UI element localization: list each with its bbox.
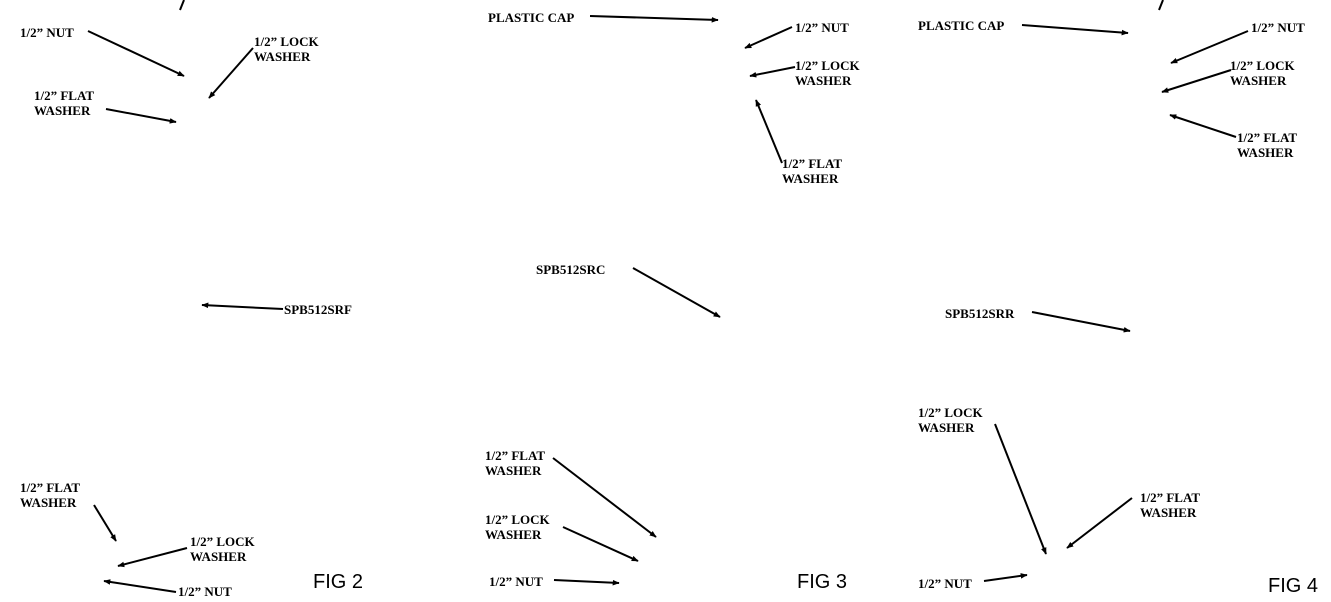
label-line: WASHER	[34, 103, 91, 118]
label-line: WASHER	[795, 73, 852, 88]
label-line: 1/2” LOCK	[1230, 58, 1295, 73]
label-line: WASHER	[485, 463, 542, 478]
label-fig2-bottom-nut: 1/2” NUT	[178, 584, 232, 599]
label-line: 1/2” FLAT	[20, 480, 81, 495]
label-line: WASHER	[485, 527, 542, 542]
label-fig4-bottom-lock-washer: 1/2” LOCK WASHER	[918, 405, 983, 435]
leader-arrow-fig4-part	[1031, 311, 1131, 333]
leader-arrow-fig3-top-flat-washer	[755, 99, 783, 164]
label-fig4-bottom-flat-washer: 1/2” FLAT WASHER	[1140, 490, 1200, 520]
leader-arrow-fig2-top-nut	[87, 30, 185, 77]
label-line: WASHER	[918, 420, 975, 435]
label-line: WASHER	[20, 495, 77, 510]
leader-arrow-fig3-bottom-flat-washer	[552, 457, 657, 538]
leader-arrow-fig3-bottom-lock-washer	[562, 526, 639, 562]
leader-arrow-fig4-bottom-flat-washer	[1066, 497, 1133, 549]
label-line: 1/2” LOCK	[795, 58, 860, 73]
label-fig3-top-lock-washer: 1/2” LOCK WASHER	[795, 58, 860, 88]
leader-arrow-fig4-plastic-cap	[1021, 24, 1129, 36]
part-outline-stub	[179, 0, 185, 11]
leader-arrow-fig2-top-flat-washer	[105, 108, 177, 124]
label-line: WASHER	[1140, 505, 1197, 520]
leader-arrow-fig3-bottom-nut	[553, 579, 620, 586]
leader-arrow-fig4-bottom-nut	[983, 573, 1028, 582]
leader-arrow-fig3-top-nut	[744, 26, 793, 49]
label-line: 1/2” LOCK	[485, 512, 550, 527]
leader-arrow-fig3-top-lock-washer	[749, 66, 796, 78]
label-fig4-top-nut: 1/2” NUT	[1251, 20, 1305, 35]
label-line: WASHER	[782, 171, 839, 186]
label-fig2-part: SPB512SRF	[284, 302, 352, 317]
label-fig2-bottom-flat-washer: 1/2” FLAT WASHER	[20, 480, 80, 510]
leader-arrow-fig2-top-lock-washer	[208, 47, 254, 99]
label-fig2-top-flat-washer: 1/2” FLAT WASHER	[34, 88, 94, 118]
leader-arrow-fig2-bottom-lock-washer	[117, 547, 188, 568]
label-line: 1/2” FLAT	[485, 448, 546, 463]
label-fig3-top-flat-washer: 1/2” FLAT WASHER	[782, 156, 842, 186]
label-line: 1/2” LOCK	[190, 534, 255, 549]
label-fig2-top-nut: 1/2” NUT	[20, 25, 74, 40]
figure-label-fig2: FIG 2	[313, 571, 364, 593]
leader-arrow-fig3-part	[632, 267, 721, 318]
leader-arrow-fig2-bottom-nut	[103, 579, 177, 593]
label-fig3-top-nut: 1/2” NUT	[795, 20, 849, 35]
label-fig4-plastic-cap: PLASTIC CAP	[918, 18, 1005, 33]
label-fig4-top-flat-washer: 1/2” FLAT WASHER	[1237, 130, 1297, 160]
label-line: WASHER	[254, 49, 311, 64]
label-line: 1/2” FLAT	[34, 88, 95, 103]
label-line: 1/2” FLAT	[782, 156, 843, 171]
part-outline-stub	[1158, 0, 1164, 11]
label-fig4-top-lock-washer: 1/2” LOCK WASHER	[1230, 58, 1295, 88]
figure-label-fig4: FIG 4	[1268, 575, 1319, 597]
label-line: WASHER	[1230, 73, 1287, 88]
label-fig3-bottom-nut: 1/2” NUT	[489, 574, 543, 589]
label-fig3-bottom-flat-washer: 1/2” FLAT WASHER	[485, 448, 545, 478]
leader-arrow-fig4-top-nut	[1170, 30, 1249, 64]
label-fig2-bottom-lock-washer: 1/2” LOCK WASHER	[190, 534, 255, 564]
label-line: 1/2” FLAT	[1140, 490, 1201, 505]
figure-label-fig3: FIG 3	[797, 571, 848, 593]
leader-arrow-fig2-part	[201, 302, 284, 310]
label-line: WASHER	[1237, 145, 1294, 160]
label-line: 1/2” LOCK	[254, 34, 319, 49]
label-line: 1/2” FLAT	[1237, 130, 1298, 145]
label-fig4-bottom-nut: 1/2” NUT	[918, 576, 972, 591]
label-line: WASHER	[190, 549, 247, 564]
leader-arrow-fig4-top-lock-washer	[1161, 69, 1232, 93]
leader-arrow-fig4-bottom-lock-washer	[994, 423, 1047, 555]
label-fig3-part: SPB512SRC	[536, 262, 606, 277]
label-fig2-top-lock-washer: 1/2” LOCK WASHER	[254, 34, 319, 64]
leader-arrow-fig3-plastic-cap	[589, 15, 719, 23]
leader-arrow-fig2-bottom-flat-washer	[93, 504, 117, 542]
label-fig4-part: SPB512SRR	[945, 306, 1015, 321]
label-fig3-plastic-cap: PLASTIC CAP	[488, 10, 575, 25]
label-fig3-bottom-lock-washer: 1/2” LOCK WASHER	[485, 512, 550, 542]
label-line: 1/2” LOCK	[918, 405, 983, 420]
leader-arrow-fig4-top-flat-washer	[1169, 114, 1237, 138]
